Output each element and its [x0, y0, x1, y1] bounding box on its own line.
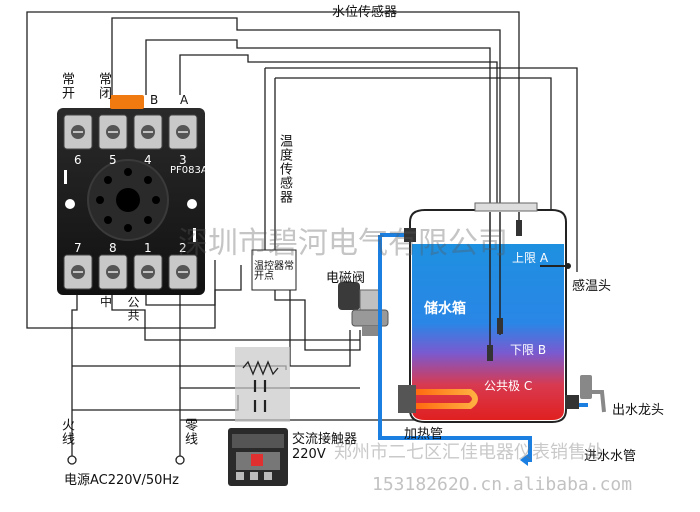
- relay-socket: [57, 95, 205, 295]
- label-lower-limit: 下限 B: [510, 343, 547, 357]
- pin-4: 4: [144, 153, 152, 167]
- pin-2: 2: [179, 241, 187, 255]
- relay-label-normally-closed: 常闭: [96, 72, 111, 100]
- label-temp-probe: 感温头: [572, 279, 612, 294]
- label-upper-limit: 上限 A: [512, 251, 549, 265]
- wire-b: [145, 39, 491, 213]
- label-power-supply: 电源AC220V/50Hz: [64, 473, 179, 488]
- label-live-wire: 火线: [59, 418, 74, 446]
- label-heater-tube: 加热管: [404, 427, 444, 442]
- relay-label-common: 公共: [126, 296, 140, 322]
- coil-symbol: [242, 360, 279, 376]
- electrode-tips: [487, 220, 522, 361]
- pin-1: 1: [144, 241, 152, 255]
- label-inlet-pipe: 进水水管: [584, 449, 637, 464]
- label-common-electrode: 公共极 C: [484, 379, 533, 393]
- pin-7: 7: [74, 241, 82, 255]
- pin-3: 3: [179, 153, 187, 167]
- label-outlet-faucet: 出水龙头: [612, 403, 665, 418]
- relay-label-normally-open: 常开: [59, 72, 74, 100]
- relay-label-b: B: [150, 93, 159, 107]
- label-temperature-sensor: 温度传感器: [277, 134, 292, 204]
- wire-no: [26, 11, 520, 213]
- storage-tank: [409, 202, 567, 423]
- contactor-device: [228, 428, 288, 486]
- heater-element: [398, 385, 478, 413]
- socket-tab: [110, 95, 144, 109]
- contacts: [253, 380, 267, 412]
- outlet-faucet-icon: [565, 375, 606, 413]
- neutral-terminal: [175, 455, 185, 465]
- live-terminal: [67, 455, 77, 465]
- wire-nc: [111, 17, 501, 213]
- label-contactor: 交流接触器: [292, 432, 358, 447]
- sensor-mount: [474, 202, 538, 212]
- pin-5: 5: [109, 153, 117, 167]
- relay-model: PF083A: [170, 165, 208, 176]
- label-neutral-wire: 零线: [182, 418, 197, 446]
- wire-temp-sensor-2: [275, 77, 552, 260]
- pin-8: 8: [109, 241, 117, 255]
- relay-label-middle: 中: [100, 295, 113, 309]
- label-thermostat-contact: 温控器常开点: [254, 261, 294, 282]
- thermostat-box: [251, 249, 297, 291]
- wire-a: [179, 54, 498, 213]
- label-solenoid-valve: 电磁阀: [326, 271, 366, 286]
- label-storage-tank: 储水箱: [424, 301, 466, 317]
- contactor-shade: [235, 347, 290, 422]
- label-water-level-sensor: 水位传感器: [332, 5, 398, 20]
- inlet-connector: [404, 228, 416, 242]
- label-contactor-voltage: 220V: [292, 447, 326, 462]
- relay-label-a: A: [180, 93, 189, 107]
- pin-6: 6: [74, 153, 82, 167]
- wire-temp-sensor: [265, 67, 578, 272]
- inlet-arrow-icon: [520, 454, 528, 466]
